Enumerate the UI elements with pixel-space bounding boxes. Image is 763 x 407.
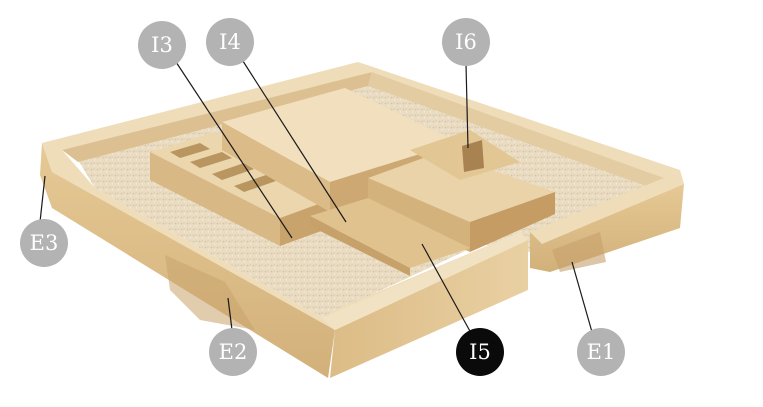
front-left-wall-face — [40, 143, 335, 378]
east-wing-top — [368, 152, 555, 222]
west-wing-top — [150, 132, 335, 218]
label-e3[interactable]: E3 — [20, 219, 68, 267]
label-i3-text: I3 — [151, 33, 173, 57]
front-right-wall-top — [530, 170, 684, 244]
center-lower-block — [310, 198, 470, 268]
front-right-wall-texture — [552, 232, 606, 272]
label-i3[interactable]: I3 — [138, 21, 186, 69]
label-i4[interactable]: I4 — [206, 18, 254, 66]
label-i6[interactable]: I6 — [442, 18, 490, 66]
back-right-wall-top — [358, 62, 680, 178]
east-wing-front — [368, 178, 470, 252]
leader-i3 — [175, 61, 293, 239]
label-e1[interactable]: E1 — [577, 328, 625, 376]
west-wing-front — [150, 152, 280, 246]
leader-i5 — [421, 243, 472, 334]
label-i4-text: I4 — [219, 30, 241, 54]
front-left-wall-texture — [165, 255, 255, 330]
back-left-wall-inner — [62, 72, 372, 162]
west-wing-side — [280, 198, 335, 246]
front-mid-wall-top — [322, 232, 528, 330]
leader-i4 — [240, 57, 347, 223]
back-right-wall-inner — [368, 72, 664, 186]
label-i5[interactable]: I5 — [456, 328, 504, 376]
leader-e1 — [571, 261, 593, 333]
west-wing-niches — [170, 143, 276, 192]
label-i6-text: I6 — [455, 30, 477, 54]
leader-e2 — [227, 297, 233, 331]
leader-i6 — [465, 63, 469, 149]
leader-lines — [39, 57, 593, 334]
back-left-wall-top — [42, 62, 372, 150]
label-e2-text: E2 — [219, 340, 248, 364]
label-i5-text: I5 — [469, 340, 491, 364]
east-wing-side — [470, 192, 555, 252]
central-mastaba-left — [222, 122, 330, 212]
label-e1-text: E1 — [587, 340, 616, 364]
label-e3-text: E3 — [30, 231, 59, 255]
leader-e3 — [39, 175, 46, 223]
center-lower-front — [310, 216, 410, 276]
front-mid-wall-face — [330, 240, 528, 378]
label-e2[interactable]: E2 — [209, 328, 257, 376]
central-mastaba-top — [222, 88, 458, 182]
